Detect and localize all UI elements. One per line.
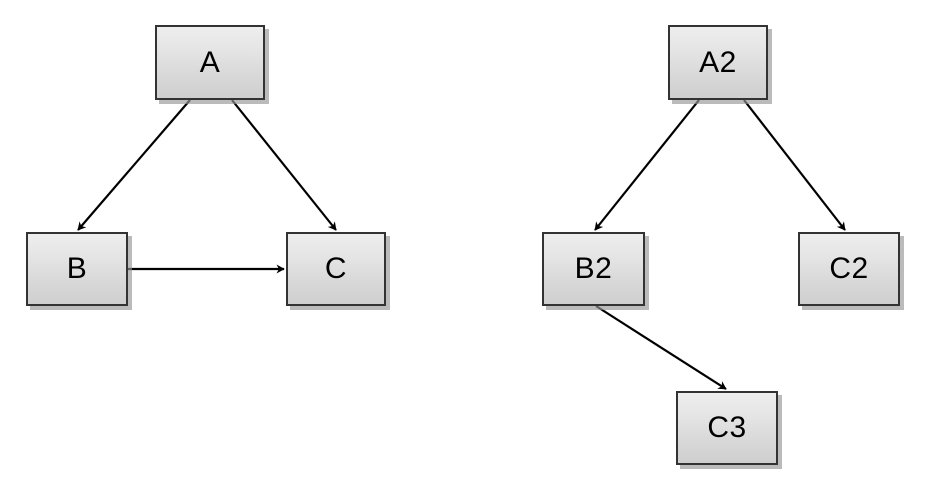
edge-a2-c2 [743, 99, 846, 231]
edge-a-b [77, 99, 191, 231]
edge-a2-b2 [594, 99, 700, 231]
node-c2[interactable]: C2 [798, 232, 900, 306]
node-c[interactable]: C [286, 232, 386, 306]
edges-group [77, 99, 846, 390]
node-label: C3 [707, 411, 747, 444]
edge-b2-c3 [595, 305, 727, 390]
node-a[interactable]: A [155, 25, 265, 100]
node-label: A [199, 45, 221, 79]
node-a2[interactable]: A2 [668, 25, 768, 100]
node-label: C2 [829, 252, 869, 285]
edge-a-c [231, 99, 337, 231]
node-label: A2 [699, 45, 737, 79]
node-label: C [324, 252, 348, 285]
node-b2[interactable]: B2 [542, 232, 645, 306]
node-label: B [66, 252, 88, 285]
node-c3[interactable]: C3 [676, 391, 778, 465]
node-label: B2 [574, 252, 613, 285]
node-b[interactable]: B [26, 232, 128, 306]
